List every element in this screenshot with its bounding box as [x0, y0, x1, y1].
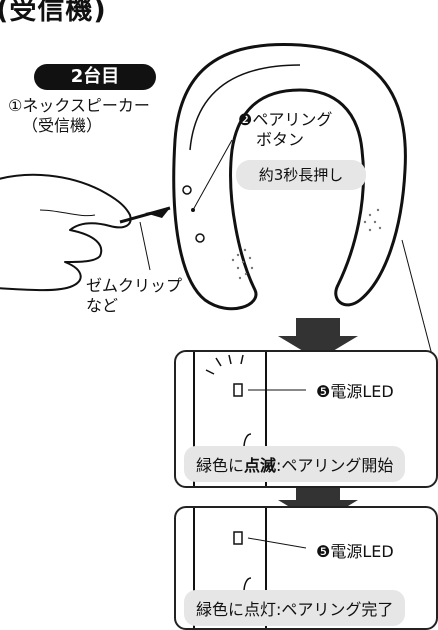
device-label-line2: （受信機） — [22, 116, 103, 135]
clip-label-line2: など — [86, 296, 119, 315]
pairing-button-line1: ❷ペアリング — [238, 110, 333, 129]
device-number-badge: 2台目 — [34, 64, 156, 90]
press-hint-bubble: 約3秒長押し — [236, 160, 366, 190]
status-1-prefix: 緑色に — [196, 456, 245, 475]
led-panel-blinking: ❺電源LED 緑色に点滅:ペアリング開始 — [174, 350, 438, 488]
status-1-suffix: :ペアリング開始 — [276, 456, 394, 475]
device-label: ①ネックスピーカー （受信機） — [8, 96, 150, 136]
led-panel-solid: ❺電源LED 緑色に点灯:ペアリング完了 — [174, 506, 438, 630]
clip-label-line1: ゼムクリップ — [86, 276, 183, 295]
status-1-bold: 点滅 — [244, 456, 277, 475]
device-label-line1: ①ネックスピーカー — [8, 96, 150, 115]
pairing-button-line2: ボタン — [256, 130, 305, 149]
status-solid-label: 緑色に点灯:ペアリング完了 — [184, 590, 406, 626]
led-label-1: ❺電源LED — [316, 382, 394, 401]
clip-label: ゼムクリップ など — [86, 276, 182, 316]
led-label-2: ❺電源LED — [316, 542, 394, 561]
pairing-button-label: ❷ペアリング ボタン — [238, 110, 332, 150]
page-heading: (受信機) — [0, 0, 107, 26]
status-blinking-label: 緑色に点滅:ペアリング開始 — [184, 446, 406, 482]
